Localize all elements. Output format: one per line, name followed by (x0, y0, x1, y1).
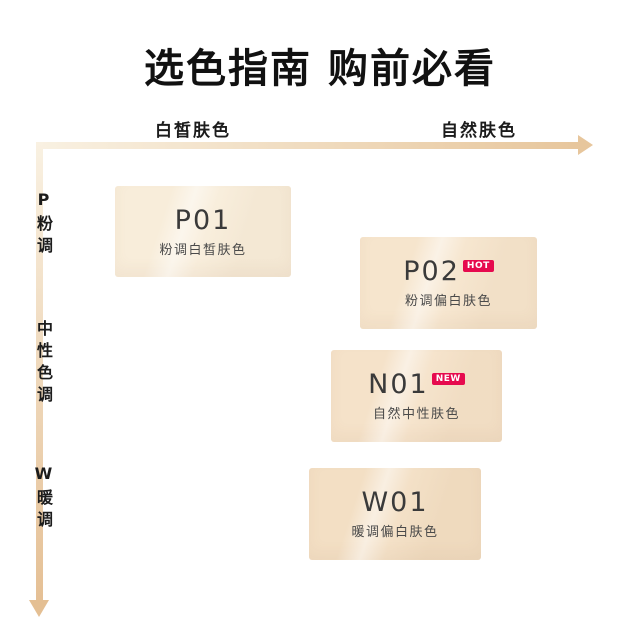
shade-description: 粉调白皙肤色 (159, 242, 247, 258)
vertical-axis-label-warm-tone: W暖调 (34, 464, 53, 533)
vertical-axis-line (36, 142, 43, 600)
shade-code-row: W01 (361, 489, 428, 516)
shade-code: P01 (174, 204, 232, 236)
shade-swatch-p01: P01 粉调白皙肤色 (115, 186, 291, 277)
horizontal-axis-line (36, 142, 578, 149)
shade-swatch-w01: W01 暖调偏白肤色 (309, 468, 481, 560)
vertical-axis-label-pink-tone: P粉调 (34, 190, 53, 259)
shade-code-row: P01 (175, 207, 232, 234)
shade-code: N01 (368, 369, 429, 400)
shade-code-row: P02 HOT (403, 256, 494, 287)
horizontal-axis-label-natural: 自然肤色 (441, 121, 517, 141)
shade-code: W01 (361, 487, 429, 518)
horizontal-axis-arrowhead-icon (578, 135, 593, 155)
vertical-axis-label-neutral-tone: 中性色调 (34, 320, 53, 408)
new-badge: NEW (431, 373, 465, 385)
shade-description: 暖调偏白肤色 (351, 525, 439, 540)
hot-badge: HOT (462, 260, 494, 272)
shade-description: 粉调偏白肤色 (404, 294, 492, 309)
shade-code: P02 (403, 256, 460, 287)
shade-swatch-n01: N01 NEW 自然中性肤色 (331, 350, 502, 442)
horizontal-axis-label-fair: 白皙肤色 (155, 121, 231, 141)
shade-swatch-p02: P02 HOT 粉调偏白肤色 (360, 237, 537, 329)
shade-code-row: N01 NEW (368, 371, 465, 398)
vertical-axis-arrowhead-icon (29, 600, 49, 617)
shade-description: 自然中性肤色 (372, 407, 460, 422)
page-title: 选色指南 购前必看 (144, 46, 496, 92)
